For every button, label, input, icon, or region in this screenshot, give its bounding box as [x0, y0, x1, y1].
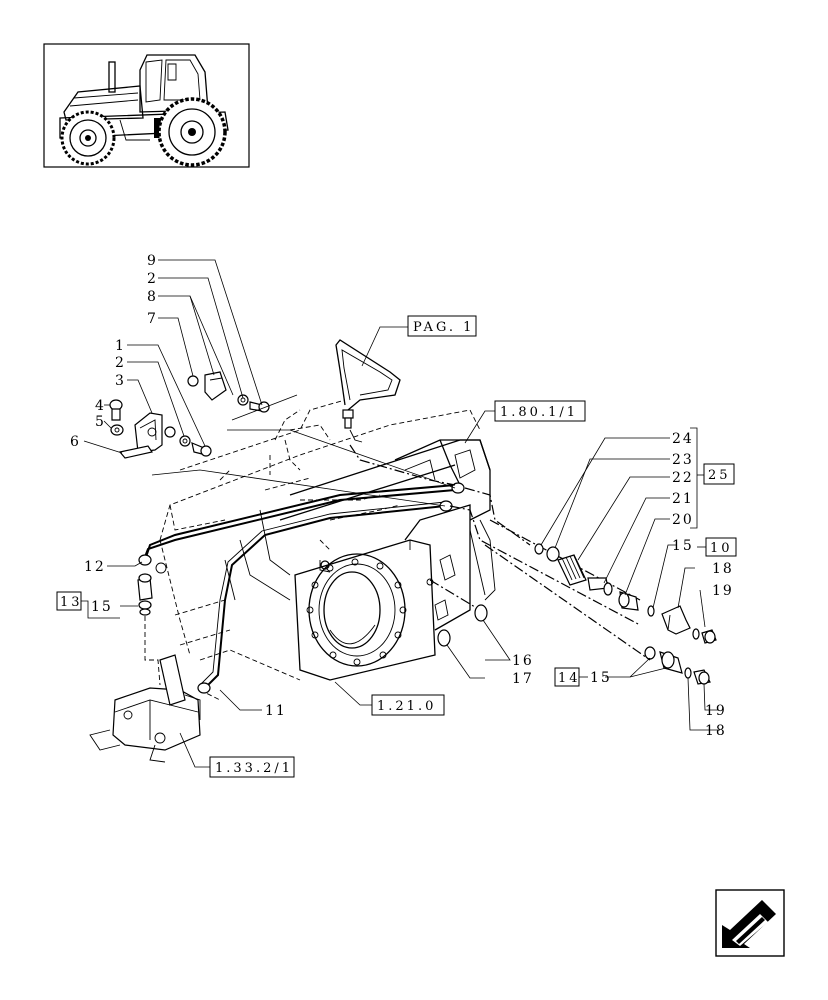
svg-text:13: 13 [60, 595, 83, 610]
callout-7: 7 [147, 311, 158, 327]
callout-18: 18 [712, 561, 734, 577]
ref-1-21-0[interactable]: 1.21.0 [371, 694, 445, 716]
callout-16: 16 [512, 653, 534, 669]
callout-2: 2 [115, 355, 126, 371]
callout-18: 18 [705, 723, 727, 739]
svg-text:10: 10 [710, 541, 733, 556]
ref-box-14[interactable]: 14 [554, 667, 588, 687]
ref-pag-1[interactable]: PAG. 1 [407, 315, 477, 337]
valve-assembly [89, 562, 201, 763]
svg-text:25: 25 [708, 468, 731, 483]
reference-boxes: PAG. 1 1.80.1/1 1.21.0 1.33.2/1 13 14 10 [56, 315, 737, 778]
ref-box-10[interactable]: 10 [697, 537, 737, 557]
callout-15: 15 [91, 599, 113, 615]
navigation-arrow-icon[interactable] [715, 889, 785, 957]
callout-15: 15 [672, 538, 694, 554]
svg-text:1.33.2/1: 1.33.2/1 [215, 761, 293, 776]
callout-1: 1 [115, 338, 126, 354]
callout-11: 11 [265, 703, 287, 719]
callout-23: 23 [672, 452, 694, 468]
callout-9: 9 [147, 253, 158, 269]
upper-pipe-route [335, 339, 456, 486]
callout-20: 20 [672, 512, 694, 528]
callout-12: 12 [84, 559, 106, 575]
callout-24: 24 [672, 431, 694, 447]
callout-labels: 9 2 8 7 1 2 3 4 5 6 12 15 11 24 23 22 21… [70, 253, 734, 739]
callout-15: 15 [590, 670, 612, 686]
tractor-thumbnail-icon [43, 43, 250, 168]
svg-text:1.21.0: 1.21.0 [377, 699, 436, 714]
svg-text:PAG. 1: PAG. 1 [413, 320, 474, 335]
svg-text:1.80.1/1: 1.80.1/1 [500, 405, 578, 420]
transmission-housing [159, 399, 496, 701]
leader-lines [83, 259, 720, 768]
callout-22: 22 [672, 470, 694, 486]
ref-1-33-2-1[interactable]: 1.33.2/1 [209, 756, 295, 778]
callout-3: 3 [115, 373, 126, 389]
callout-6: 6 [70, 434, 81, 450]
callout-8: 8 [147, 289, 158, 305]
ref-box-25[interactable]: 25 [703, 463, 735, 485]
callout-2: 2 [147, 271, 158, 287]
callout-21: 21 [672, 491, 694, 507]
ref-1-80-1-1[interactable]: 1.80.1/1 [494, 400, 586, 422]
callout-19: 19 [712, 583, 734, 599]
hydraulic-pipes [138, 482, 465, 694]
svg-text:14: 14 [558, 671, 581, 686]
callout-4: 4 [95, 398, 106, 414]
callout-5: 5 [95, 414, 106, 430]
callout-19: 19 [705, 703, 727, 719]
ref-box-13[interactable]: 13 [56, 591, 120, 619]
callout-17: 17 [512, 671, 534, 687]
